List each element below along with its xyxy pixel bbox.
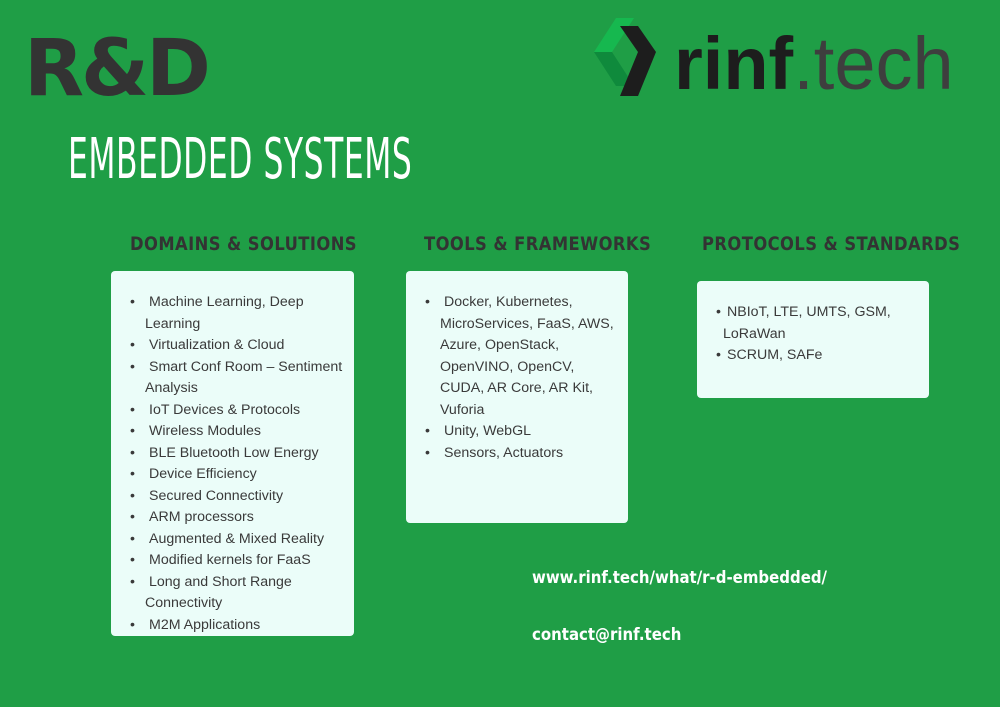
protocols-heading: PROTOCOLS & STANDARDS [702,233,961,255]
rd-label: R&D [24,24,211,114]
list-item: Device Efficiency [111,464,346,486]
list-item: Docker, Kubernetes, MicroServices, FaaS,… [406,292,614,421]
list-item: ARM processors [111,507,346,529]
list-item: Smart Conf Room – Sentiment Analysis [111,357,346,400]
protocols-list: NBIoT, LTE, UMTS, GSM, LoRaWan SCRUM, SA… [697,302,917,367]
list-item: SCRUM, SAFe [697,345,917,367]
logo-text-rinf: rinf [674,22,794,105]
page-title: EMBEDDED SYSTEMS [68,127,413,192]
domains-list: Machine Learning, Deep Learning Virtuali… [111,292,346,636]
list-item: Wireless Modules [111,421,346,443]
list-item: Modified kernels for FaaS [111,550,346,572]
website-link[interactable]: www.rinf.tech/what/r-d-embedded/ [532,568,828,588]
logo-wordmark: rinf.tech [674,24,954,104]
logo-text-tech: .tech [793,22,954,105]
list-item: Unity, WebGL [406,421,614,443]
list-item: Secured Connectivity [111,486,346,508]
list-item: Virtualization & Cloud [111,335,346,357]
list-item: M2M Applications [111,615,346,637]
list-item: BLE Bluetooth Low Energy [111,443,346,465]
domains-heading: DOMAINS & SOLUTIONS [130,233,357,255]
list-item: Machine Learning, Deep Learning [111,292,346,335]
rinf-tech-logo: rinf.tech [594,12,994,104]
contact-email-link[interactable]: contact@rinf.tech [532,625,682,645]
tools-card: Docker, Kubernetes, MicroServices, FaaS,… [406,271,628,523]
list-item: NBIoT, LTE, UMTS, GSM, LoRaWan [697,302,917,345]
protocols-card: NBIoT, LTE, UMTS, GSM, LoRaWan SCRUM, SA… [697,281,929,398]
tools-list: Docker, Kubernetes, MicroServices, FaaS,… [406,292,614,464]
rinf-logo-mark-icon [594,18,656,96]
list-item: Sensors, Actuators [406,443,614,465]
domains-card: Machine Learning, Deep Learning Virtuali… [111,271,354,636]
list-item: IoT Devices & Protocols [111,400,346,422]
list-item: Augmented & Mixed Reality [111,529,346,551]
tools-heading: TOOLS & FRAMEWORKS [424,233,652,255]
list-item: Long and Short Range Connectivity [111,572,346,615]
